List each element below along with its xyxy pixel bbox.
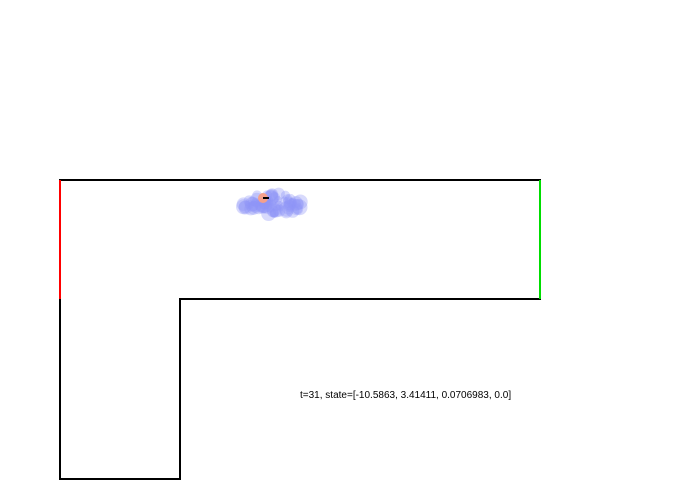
particle: [236, 197, 251, 211]
particle: [238, 200, 252, 214]
particle: [247, 196, 258, 206]
particle: [263, 199, 277, 213]
particle: [269, 208, 279, 218]
particle: [238, 200, 253, 215]
particle: [282, 194, 293, 204]
particle: [276, 203, 284, 212]
particle: [244, 196, 260, 212]
particle: [279, 204, 294, 219]
particle: [250, 197, 261, 207]
particle: [283, 200, 296, 213]
particle: [288, 196, 304, 211]
particle: [284, 193, 296, 206]
particle: [292, 194, 308, 210]
agent: [258, 193, 269, 203]
particle: [245, 200, 255, 209]
particle-cloud: [236, 187, 308, 222]
particle: [291, 199, 308, 216]
particle: [272, 187, 285, 200]
particle: [273, 195, 283, 205]
particle: [266, 205, 279, 218]
particle: [266, 202, 282, 218]
particle: [282, 203, 294, 215]
particle: [292, 204, 303, 215]
particle: [251, 200, 266, 215]
particle: [248, 201, 259, 212]
particle: [266, 188, 279, 201]
particle: [283, 198, 297, 211]
particle: [269, 204, 283, 218]
particle: [292, 198, 304, 211]
particle: [287, 198, 297, 209]
particle: [243, 195, 255, 207]
particle: [273, 204, 286, 217]
particle: [291, 198, 301, 209]
particle: [278, 201, 295, 217]
particle: [283, 199, 295, 211]
particle: [269, 198, 282, 211]
particle: [261, 206, 276, 222]
particle: [290, 202, 304, 216]
particle: [288, 197, 297, 207]
particle: [255, 200, 269, 214]
particle: [282, 196, 295, 209]
particle: [248, 200, 262, 213]
particle: [280, 196, 289, 205]
particle: [286, 204, 300, 218]
particle: [246, 201, 261, 215]
track-walls: [59, 179, 541, 480]
particle: [263, 189, 279, 206]
particle: [263, 190, 279, 207]
particle: [244, 202, 258, 216]
particle: [236, 199, 251, 215]
particle: [259, 200, 268, 210]
status-readout: t=31, state=[-10.5863, 3.41411, 0.070698…: [300, 390, 512, 401]
particle: [274, 200, 284, 211]
particle: [251, 198, 260, 207]
particle: [280, 190, 290, 200]
particle: [269, 208, 279, 218]
particle: [269, 192, 280, 203]
